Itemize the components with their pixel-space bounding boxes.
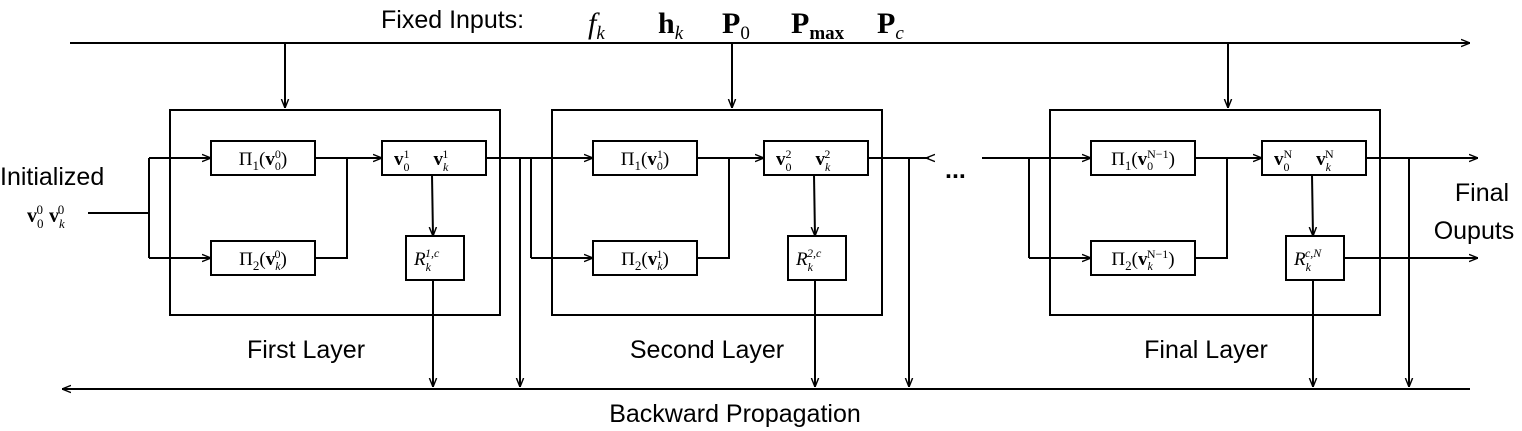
proj2-to-v bbox=[1195, 158, 1228, 259]
fixed-input-1: hk bbox=[658, 7, 684, 44]
v-to-rate bbox=[814, 174, 815, 236]
rate-label: Rkc,N bbox=[1293, 246, 1322, 274]
proj1-label: Π1(v0N−1) bbox=[1111, 147, 1175, 173]
fixed-inputs-label: Fixed Inputs: bbox=[381, 6, 524, 34]
rate-box bbox=[405, 235, 465, 281]
proj2-box bbox=[210, 240, 316, 276]
v-output-box bbox=[1261, 140, 1367, 176]
fixed-input-0: fk bbox=[588, 7, 605, 44]
fixed-inputs-symbols: fk hk P0 Pmax Pc bbox=[588, 7, 904, 44]
proj1-label: Π1(v00) bbox=[239, 147, 287, 173]
backward-propagation-label: Backward Propagation bbox=[609, 400, 861, 428]
layer-title: Final Layer bbox=[1144, 336, 1268, 364]
proj2-to-v bbox=[697, 158, 730, 259]
fixed-input-4: Pc bbox=[877, 7, 904, 44]
final-outputs-label-1: Final bbox=[1455, 179, 1509, 207]
v-to-rate bbox=[1312, 174, 1313, 236]
proj1-box bbox=[1090, 140, 1196, 176]
initialized-label: Initialized bbox=[0, 163, 104, 191]
proj2-label: Π2(vk0) bbox=[239, 247, 287, 273]
proj2-label: Π2(vkN−1) bbox=[1111, 247, 1174, 273]
proj1-label: Π1(v01) bbox=[621, 147, 669, 173]
layer-title: First Layer bbox=[247, 336, 365, 364]
proj1-box bbox=[210, 140, 316, 176]
proj2-label: Π2(vk1) bbox=[621, 247, 669, 273]
rate-label: Rk1,c bbox=[413, 246, 440, 274]
rate-box bbox=[787, 235, 847, 281]
proj1-box bbox=[592, 140, 698, 176]
fixed-input-2: P0 bbox=[722, 7, 750, 44]
v-to-rate bbox=[432, 174, 433, 236]
fixed-input-3: Pmax bbox=[791, 7, 845, 44]
final-outputs-label-2: Ouputs bbox=[1434, 217, 1515, 245]
proj2-to-v bbox=[315, 158, 348, 259]
ellipsis: ... bbox=[945, 156, 966, 184]
rate-label: Rk2,c bbox=[795, 246, 822, 274]
layer-title: Second Layer bbox=[630, 336, 784, 364]
